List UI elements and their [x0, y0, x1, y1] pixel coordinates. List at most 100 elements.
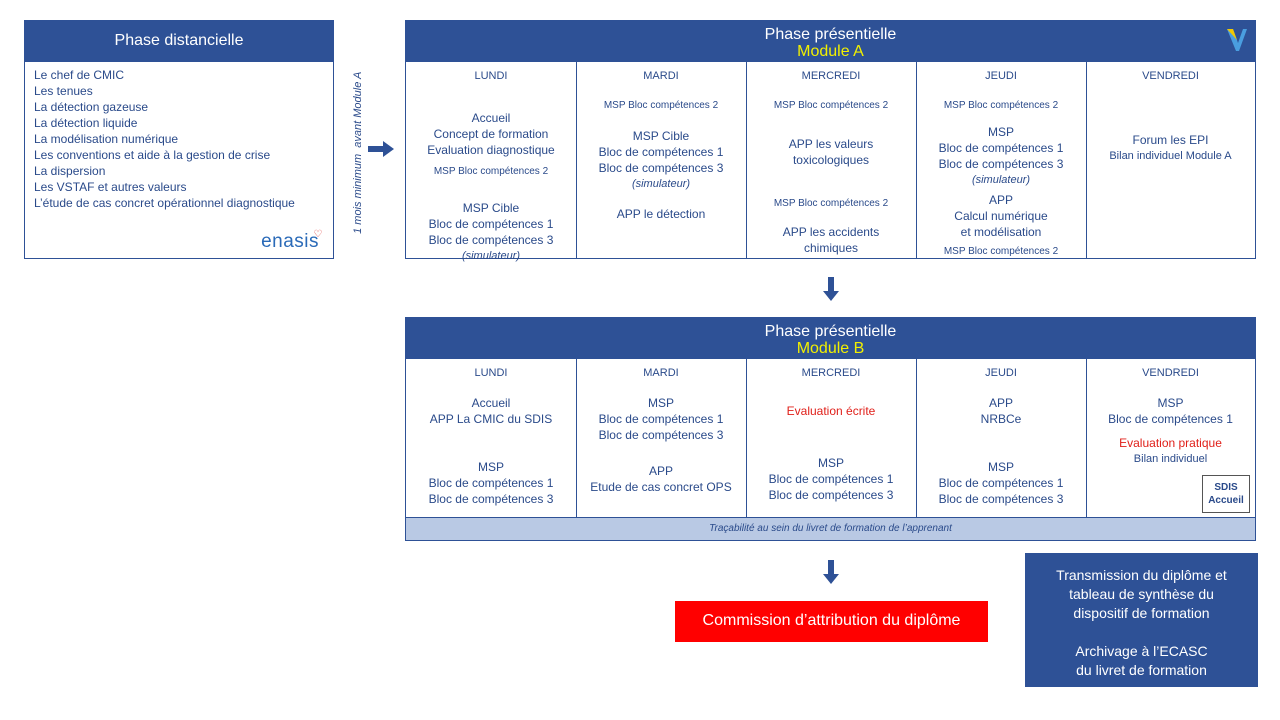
activity: MSP Bloc compétences 2 — [773, 198, 889, 209]
activity: MSP Bloc compétences 2 — [943, 100, 1059, 111]
activity: chimiques — [803, 241, 859, 255]
day-label: LUNDI — [474, 70, 508, 82]
transmission-line: du livret de formation — [1076, 662, 1207, 678]
enasis-logo: enasis ♡ — [261, 229, 322, 253]
activity: APP les accidents — [782, 225, 880, 239]
module-a-panel: Phase présentielle Module A LUNDI Accuei… — [405, 20, 1256, 262]
activity: Bloc de compétences 1 — [428, 476, 554, 490]
vertical-note: 1 mois minimum avant Module A — [340, 20, 364, 240]
module-b-panel: Phase présentielle Module B LUNDI Accuei… — [405, 317, 1256, 541]
module-a-day-jeudi: JEUDI MSP Bloc compétences 2 MSP Bloc de… — [916, 62, 1087, 258]
activity: APP — [988, 396, 1013, 410]
v-logo-icon — [1227, 29, 1247, 51]
activity-evaluation: Evaluation pratique — [1119, 436, 1222, 450]
activity: MSP — [817, 456, 844, 470]
activity-note: (simulateur) — [631, 178, 691, 190]
activity: et modélisation — [960, 225, 1042, 239]
activity: MSP Bloc compétences 2 — [433, 166, 549, 177]
activity: Forum les EPI — [1132, 133, 1209, 147]
footer-text: Traçabilité au sein du livret de formati… — [709, 523, 952, 534]
day-label: JEUDI — [985, 367, 1017, 379]
activity: APP La CMIC du SDIS — [429, 412, 553, 426]
activity: Bilan individuel Module A — [1109, 150, 1232, 162]
module-b-title: Phase présentielle — [764, 323, 897, 340]
arrow-down-icon — [823, 277, 839, 301]
activity: Concept de formation — [433, 127, 549, 141]
activity: Bloc de compétences 1 — [1108, 412, 1233, 426]
arrow-right-icon — [368, 141, 394, 157]
module-a-title: Phase présentielle — [764, 26, 897, 43]
module-a-grid: LUNDI Accueil Concept de formation Evalu… — [406, 62, 1255, 262]
day-label: VENDREDI — [1142, 70, 1199, 82]
distanciel-item: La détection liquide — [34, 116, 138, 130]
distanciel-item: L’étude de cas concret opérationnel diag… — [34, 196, 295, 210]
activity: MSP — [987, 125, 1014, 139]
activity: Bilan individuel — [1133, 453, 1208, 465]
transmission-line: Transmission du diplôme et — [1056, 567, 1227, 583]
activity: MSP — [1157, 396, 1184, 410]
activity: MSP — [987, 460, 1014, 474]
module-b-day-vendredi: VENDREDI MSP Bloc de compétences 1 Evalu… — [1086, 359, 1255, 517]
activity: Bloc de compétences 1 — [598, 412, 724, 426]
distanciel-item: Les conventions et aide à la gestion de … — [34, 148, 271, 162]
distanciel-header: Phase distancielle — [25, 21, 333, 62]
module-a-day-mercredi: MERCREDI MSP Bloc compétences 2 APP les … — [746, 62, 917, 258]
activity: Bloc de compétences 1 — [938, 141, 1064, 155]
activity: MSP — [647, 396, 674, 410]
activity: MSP Cible — [632, 129, 690, 143]
activity: Etude de cas concret OPS — [590, 480, 732, 494]
activity: Bloc de compétences 3 — [938, 157, 1064, 171]
heart-icon: ♡ — [313, 229, 323, 240]
activity: toxicologiques — [792, 153, 870, 167]
distanciel-item: La détection gazeuse — [34, 100, 149, 114]
distanciel-item: La dispersion — [34, 164, 106, 178]
distanciel-title: Phase distancielle — [114, 32, 244, 49]
module-b-subtitle: Module B — [796, 340, 865, 357]
activity-note: (simulateur) — [971, 174, 1031, 186]
module-b-day-jeudi: JEUDI APP NRBCe MSP Bloc de compétences … — [916, 359, 1087, 517]
module-b-header: Phase présentielle Module B — [406, 318, 1255, 359]
transmission-box: Transmission du diplôme et tableau de sy… — [1025, 553, 1258, 687]
activity: Accueil — [471, 396, 511, 410]
activity-evaluation: Evaluation écrite — [786, 404, 876, 418]
activity: Bloc de compétences 1 — [428, 217, 554, 231]
activity: NRBCe — [980, 412, 1022, 426]
module-b-footer: Traçabilité au sein du livret de formati… — [406, 517, 1255, 540]
activity: APP — [988, 193, 1013, 207]
day-label: VENDREDI — [1142, 367, 1199, 379]
activity: APP le détection — [616, 207, 706, 221]
commission-text: Commission d’attribution du diplôme — [702, 612, 961, 629]
transmission-line: Archivage à l’ECASC — [1075, 643, 1208, 659]
distanciel-item: Les tenues — [34, 84, 93, 98]
activity: Bloc de compétences 3 — [598, 428, 724, 442]
commission-box: Commission d’attribution du diplôme — [675, 601, 988, 642]
distanciel-list: Le chef de CMIC Les tenues La détection … — [25, 62, 333, 211]
activity: MSP — [477, 460, 504, 474]
module-a-subtitle: Module A — [797, 43, 864, 60]
transmission-line: tableau de synthèse du — [1069, 586, 1214, 602]
day-label: LUNDI — [474, 367, 508, 379]
activity: Bloc de compétences 3 — [428, 492, 554, 506]
day-label: MERCREDI — [801, 70, 861, 82]
module-a-day-vendredi: VENDREDI Forum les EPI Bilan individuel … — [1086, 62, 1255, 258]
enasis-logo-text: enasis — [261, 231, 319, 252]
vertical-note-text: 1 mois minimum avant Module A — [352, 71, 364, 234]
activity: MSP Bloc compétences 2 — [943, 246, 1059, 257]
activity: Calcul numérique — [954, 209, 1048, 223]
activity: Bloc de compétences 3 — [428, 233, 554, 247]
activity: Bloc de compétences 1 — [768, 472, 894, 486]
sdis-accueil-badge: SDIS Accueil — [1202, 475, 1250, 513]
day-label: MARDI — [643, 70, 679, 82]
badge-line: Accueil — [1208, 495, 1244, 506]
activity: MSP Bloc compétences 2 — [773, 100, 889, 111]
activity: Bloc de compétences 1 — [598, 145, 724, 159]
module-b-day-mercredi: MERCREDI Evaluation écrite MSP Bloc de c… — [746, 359, 917, 517]
activity: Accueil — [471, 111, 511, 125]
distanciel-item: Les VSTAF et autres valeurs — [34, 180, 187, 194]
arrow-down-icon — [823, 560, 839, 584]
module-a-day-mardi: MARDI MSP Bloc compétences 2 MSP Cible B… — [576, 62, 747, 258]
transmission-line: dispositif de formation — [1073, 605, 1210, 621]
day-label: JEUDI — [985, 70, 1017, 82]
activity: Bloc de compétences 3 — [598, 161, 724, 175]
module-b-grid: LUNDI Accueil APP La CMIC du SDIS MSP Bl… — [406, 359, 1255, 517]
